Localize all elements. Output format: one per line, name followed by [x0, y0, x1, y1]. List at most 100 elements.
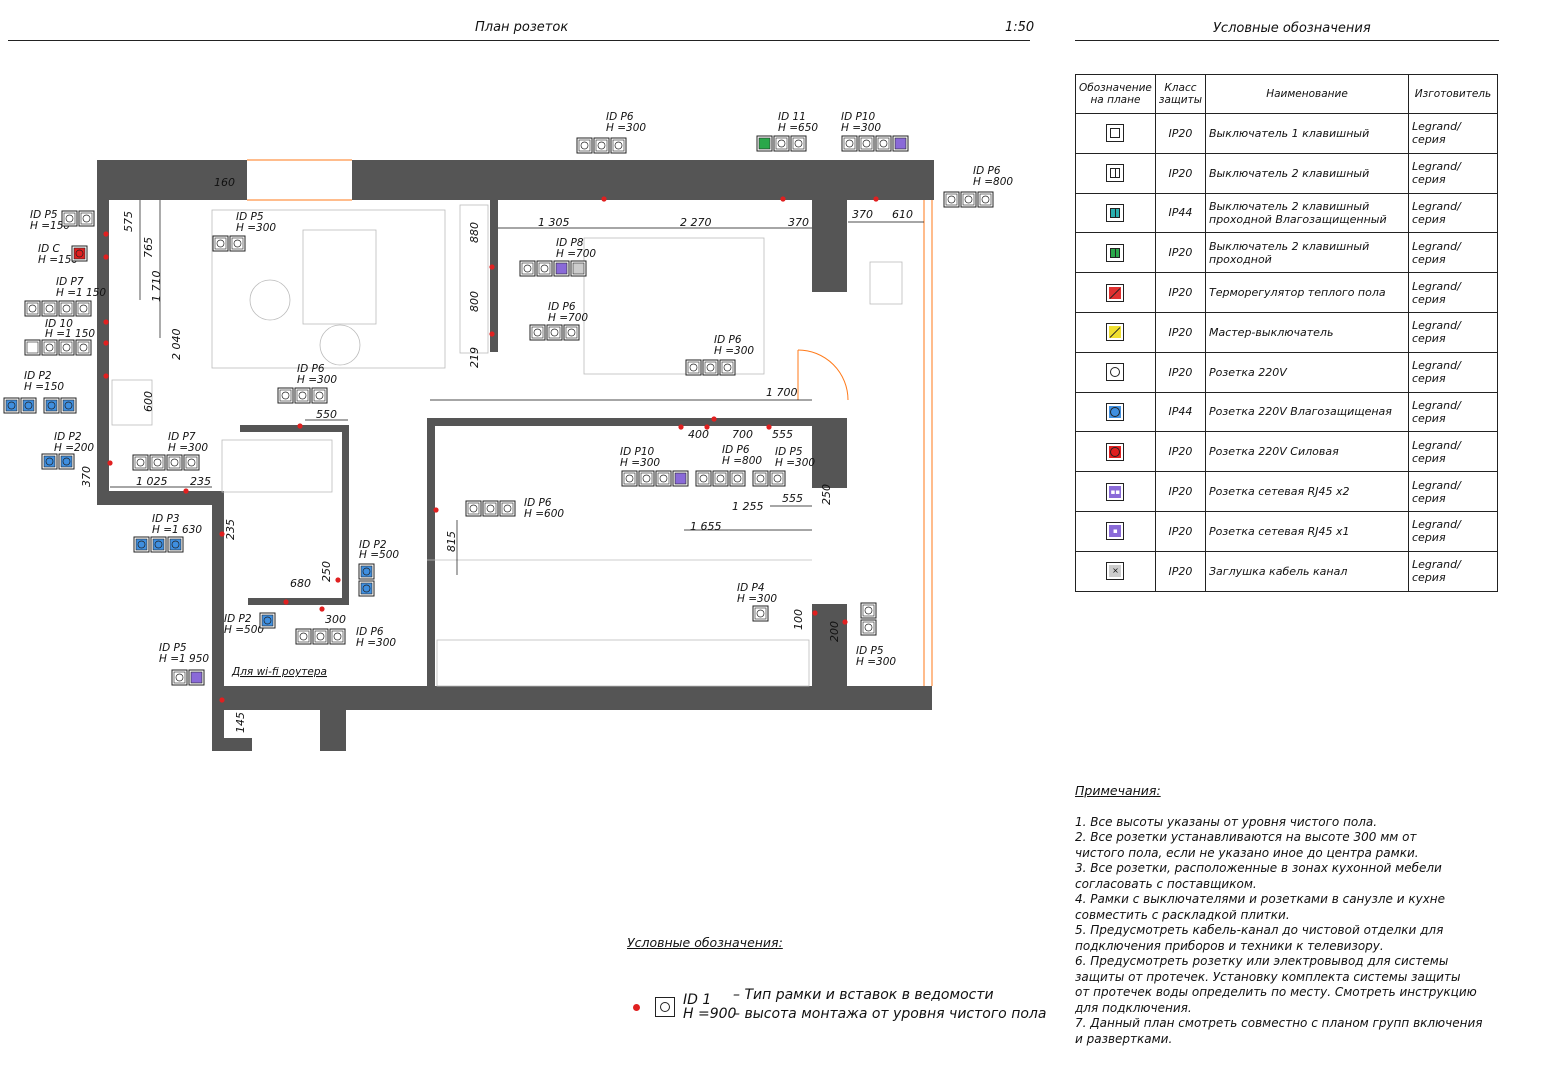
legend-ip-cell: IP20	[1154, 431, 1207, 473]
tag-id: ID 10	[45, 318, 73, 330]
legend-header-row: Обозначение на плане Класс защиты Наимен…	[1075, 74, 1498, 114]
socket-insert	[612, 139, 625, 152]
tag-id: ID P6	[606, 111, 634, 123]
socket-insert	[60, 455, 73, 468]
socket-icon	[486, 504, 495, 513]
tag-height: H =200	[54, 442, 94, 454]
socket-insert	[360, 582, 373, 595]
socket-insert	[80, 212, 93, 225]
socket-icon	[79, 304, 88, 313]
socket-insert	[26, 302, 39, 315]
dim-text: 400	[688, 428, 709, 441]
tag-height: H =300	[737, 593, 777, 605]
legend-symbol-cell	[1075, 311, 1156, 353]
socket-insert	[331, 630, 344, 643]
tag-height: H =600	[524, 508, 564, 520]
socket-icon	[864, 623, 873, 632]
socket-insert	[640, 472, 653, 485]
legend-maker-cell: Legrand/серия	[1408, 113, 1498, 154]
socket-insert	[60, 302, 73, 315]
socket-icon	[964, 195, 973, 204]
socket-insert	[313, 389, 326, 402]
legend-name-cell: Розетка 220V Силовая	[1205, 431, 1409, 473]
tag-height: H =1 950	[159, 653, 209, 665]
socket-icon	[362, 567, 371, 576]
socket-icon	[299, 632, 308, 641]
socket-insert	[173, 671, 186, 684]
legend-col-ip: Класс защиты	[1154, 74, 1207, 114]
legend-name-cell: Выключатель 2 клавишный проходной Влагоз…	[1205, 192, 1409, 234]
legend-name-cell: Розетка 220V	[1205, 351, 1409, 393]
dim-text: 300	[325, 613, 346, 626]
socket-insert	[296, 389, 309, 402]
notes: Примечания: 1. Все высоты указаны от уро…	[1075, 783, 1495, 1047]
tag-id: ID P2	[24, 370, 52, 382]
outlet-marker	[489, 331, 495, 337]
socket-icon	[723, 363, 732, 372]
socket-icon	[136, 458, 145, 467]
socket-icon	[706, 363, 715, 372]
tag-height: H =700	[556, 248, 596, 260]
legend-name-cell: Мастер-выключатель	[1205, 311, 1409, 353]
socket-icon	[171, 540, 180, 549]
outlet-marker	[107, 460, 113, 466]
socket-icon	[216, 239, 225, 248]
legend-col-maker: Изготовитель	[1408, 74, 1498, 114]
note-line: защиты от протечек. Установку комплекта …	[1075, 969, 1461, 984]
socket-icon	[540, 264, 549, 273]
tag-height: H =300	[714, 345, 754, 357]
legend-symbol-cell: ▪▪	[1075, 471, 1156, 512]
socket-insert	[151, 456, 164, 469]
outlet-marker	[678, 424, 684, 430]
outlet-marker	[103, 231, 109, 237]
legend-ip-cell: IP20	[1154, 113, 1207, 154]
socket-icon	[175, 673, 184, 682]
switch-2-icon	[1106, 164, 1125, 183]
dim-text: 1 710	[150, 271, 163, 303]
outlet-marker	[873, 196, 879, 202]
socket-insert	[62, 399, 75, 412]
legend-symbol-cell: ▪	[1075, 510, 1156, 552]
tag-id: ID P6	[548, 301, 576, 313]
socket-icon	[7, 401, 16, 410]
tag-height: H =500	[359, 549, 399, 561]
dim-text: 160	[214, 176, 235, 189]
socket-icon	[756, 474, 765, 483]
tag-height: H =800	[722, 455, 762, 467]
dim-text: 100	[792, 609, 805, 630]
plan-scale: 1:50	[1005, 20, 1035, 35]
dim-text: 800	[468, 291, 481, 312]
socket-icon	[597, 141, 606, 150]
switch-1-icon	[1106, 124, 1125, 143]
legend-title-rule	[1075, 40, 1499, 41]
socket-insert	[548, 326, 561, 339]
dim-text: 680	[290, 577, 311, 590]
dim-text: 250	[320, 561, 333, 582]
socket-insert	[697, 472, 710, 485]
legend-ip-cell: IP20	[1154, 311, 1207, 353]
socket-icon	[580, 141, 589, 150]
dimension-texts: 160 575 765 1 710 2 040 600 1 305 2 270 …	[80, 176, 913, 733]
socket-icon	[362, 584, 371, 593]
note-line: совместить с раскладкой плитки.	[1075, 907, 1290, 922]
socket-insert	[168, 456, 181, 469]
socket-insert	[314, 630, 327, 643]
note-line: чистого пола, если не указано иное до це…	[1075, 845, 1419, 860]
legend-maker-cell: Legrand/серия	[1408, 311, 1498, 353]
socket-icon	[62, 457, 71, 466]
socket-insert	[894, 137, 907, 150]
tag-height: H =1 150	[45, 328, 95, 340]
key-h: H =900	[683, 1006, 737, 1022]
socket-insert	[5, 399, 18, 412]
dim-text: 575	[122, 211, 135, 232]
socket-insert	[623, 472, 636, 485]
dim-text: 1 700	[766, 386, 798, 399]
socket-icon	[689, 363, 698, 372]
socket-insert	[657, 472, 670, 485]
socket-insert	[77, 341, 90, 354]
note-line: 5. Предусмотреть кабель-канал до чистово…	[1075, 923, 1444, 937]
legend-symbol-cell	[1075, 113, 1156, 154]
legend-maker-cell: Legrand/серия	[1408, 550, 1498, 592]
legend-symbol-cell	[1075, 152, 1156, 194]
